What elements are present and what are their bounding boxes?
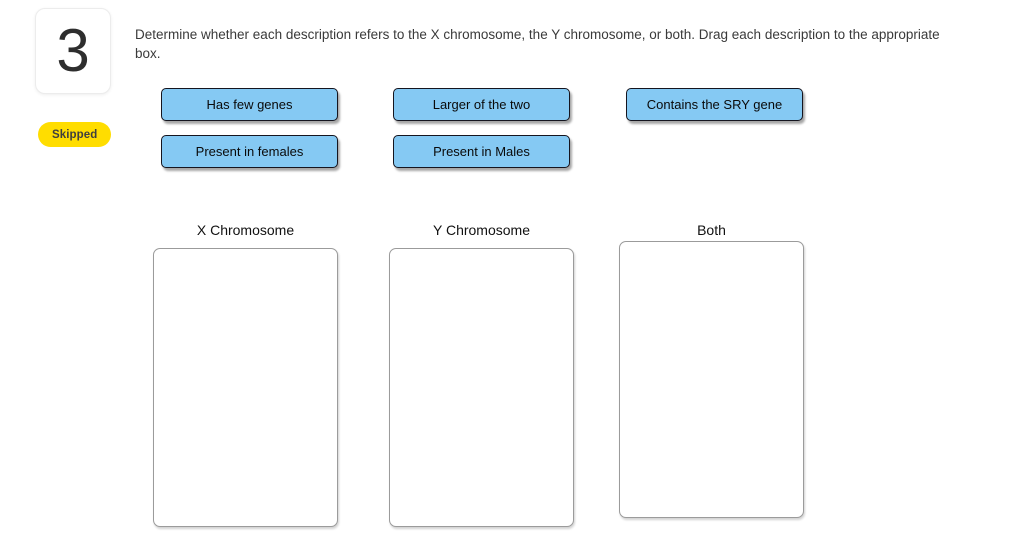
drag-chip-larger-of-the-two[interactable]: Larger of the two [393,88,570,121]
drag-chip-present-in-females[interactable]: Present in females [161,135,338,168]
drag-chip-has-few-genes[interactable]: Has few genes [161,88,338,121]
instruction-text: Determine whether each description refer… [135,27,940,61]
drop-zone-label-both: Both [697,222,726,238]
drop-zone-both[interactable] [619,241,804,518]
drag-chip-present-in-males[interactable]: Present in Males [393,135,570,168]
status-badge: Skipped [38,122,112,147]
drag-chip-contains-the-sry-gene[interactable]: Contains the SRY gene [626,88,803,121]
question-number: 3 [56,17,90,84]
drop-zone-y-chromosome[interactable] [389,248,574,527]
drop-zone-label-y-chromosome: Y Chromosome [432,222,530,238]
drop-zone-x-chromosome[interactable] [153,248,338,527]
question-number-card: 3 [35,8,111,94]
drop-zone-label-x-chromosome: X Chromosome [196,222,295,238]
